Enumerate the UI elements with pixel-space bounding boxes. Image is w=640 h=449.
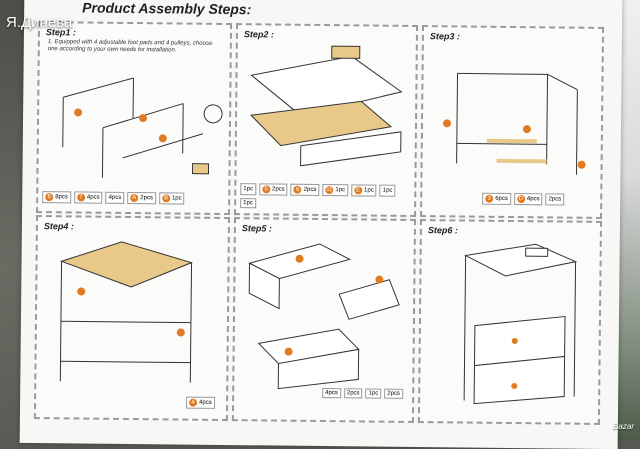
watermark-text: Я.Динева: [6, 14, 72, 31]
step1-panel: Step1 : 1. Equipped with 4 adjustable fo…: [36, 21, 232, 215]
step4-frame-drawing: [40, 231, 224, 393]
page-title: Product Assembly Steps:: [82, 0, 251, 17]
part-item: 1pc: [380, 185, 396, 197]
part-item: 4pcs: [106, 192, 125, 204]
step5-panel: Step5 : 4pcs 2pcs 1pc 2pcs: [232, 217, 416, 423]
step3-label: Step3 :: [430, 31, 460, 41]
step1-note: 1. Equipped with 4 adjustable foot pads …: [48, 39, 218, 55]
step6-panel: Step6 :: [418, 219, 602, 425]
step6-label: Step6 :: [428, 225, 458, 235]
part-item: 2pcs: [344, 388, 363, 398]
step2-board-drawing: [240, 35, 412, 187]
step1-frame-drawing: [42, 57, 225, 189]
part-item: 4pcs: [322, 388, 341, 398]
step5-label: Step5 :: [242, 223, 272, 233]
part-item: 1pc: [240, 198, 256, 208]
part-item: 1pc: [366, 388, 382, 398]
brand-logo: Bazar: [613, 422, 634, 431]
instruction-sheet: Product Assembly Steps: Step1 : 1. Equip…: [20, 0, 623, 449]
step5-parts: 4pcs 2pcs 1pc 2pcs: [322, 388, 408, 399]
part-item: 2pcs: [384, 389, 403, 399]
step5-drawer-drawing: [238, 233, 410, 395]
step3-frame-drawing: [426, 43, 597, 185]
step4-label: Step4 :: [44, 221, 74, 231]
part-item: 2pcs: [546, 193, 565, 205]
part-item: 1pc: [240, 183, 256, 195]
step6-nightstand-drawing: [424, 235, 596, 412]
